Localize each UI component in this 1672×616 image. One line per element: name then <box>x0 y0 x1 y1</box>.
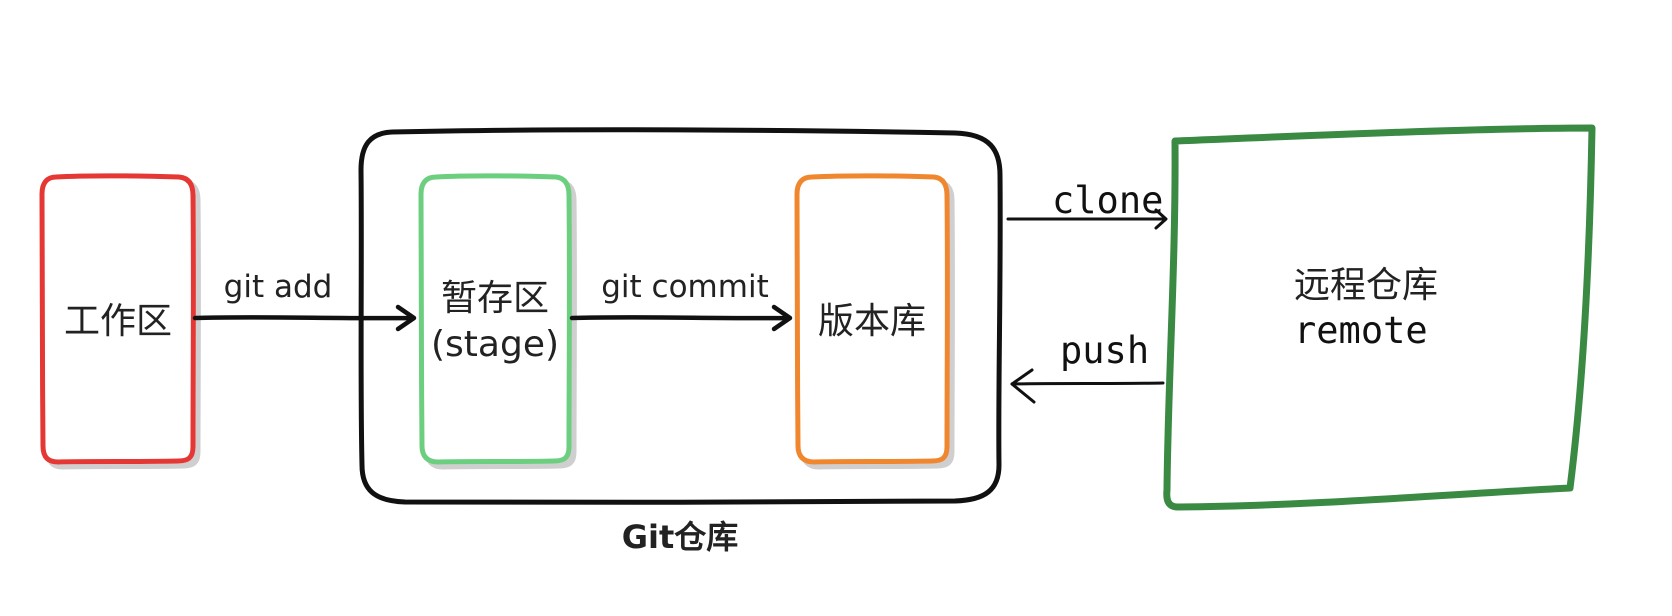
stage-label-line1: 暂存区 <box>441 278 549 319</box>
git-repo-border <box>358 127 1003 505</box>
git-add-arrow-line <box>192 315 415 321</box>
working-dir-border <box>39 173 196 465</box>
version-repo-label: 版本库 <box>818 301 926 342</box>
clone-label: clone <box>1052 179 1163 222</box>
stage-label-line2: (stage) <box>431 324 559 365</box>
remote-label-line2: remote <box>1294 309 1428 352</box>
version-repo-border <box>794 173 950 465</box>
working-dir-label: 工作区 <box>64 301 172 342</box>
git-commit-arrowhead <box>771 304 793 332</box>
git-repo-label: Git仓库 <box>622 518 739 556</box>
git-repo-container: Git仓库 <box>358 127 1003 556</box>
stage-node <box>418 173 572 465</box>
stage-border <box>418 173 572 465</box>
clone-arrowhead <box>1154 208 1168 230</box>
git-add-edge: git add <box>192 269 417 332</box>
remote-border <box>1163 124 1596 511</box>
git-commit-arrow-line <box>569 315 791 321</box>
push-label: push <box>1060 329 1149 372</box>
push-arrowhead <box>1010 368 1036 404</box>
git-add-label: git add <box>224 269 333 305</box>
git-commit-edge: git commit <box>569 269 793 332</box>
git-commit-label: git commit <box>601 269 768 305</box>
git-add-arrowhead <box>395 304 417 332</box>
push-edge: push <box>1010 329 1165 404</box>
clone-edge: clone <box>1006 179 1168 230</box>
version-repo-node <box>794 173 950 465</box>
remote-node <box>1163 124 1596 511</box>
working-dir-node <box>39 173 196 465</box>
remote-label-line1: 远程仓库 <box>1294 265 1438 306</box>
push-arrow-line <box>1010 381 1165 386</box>
